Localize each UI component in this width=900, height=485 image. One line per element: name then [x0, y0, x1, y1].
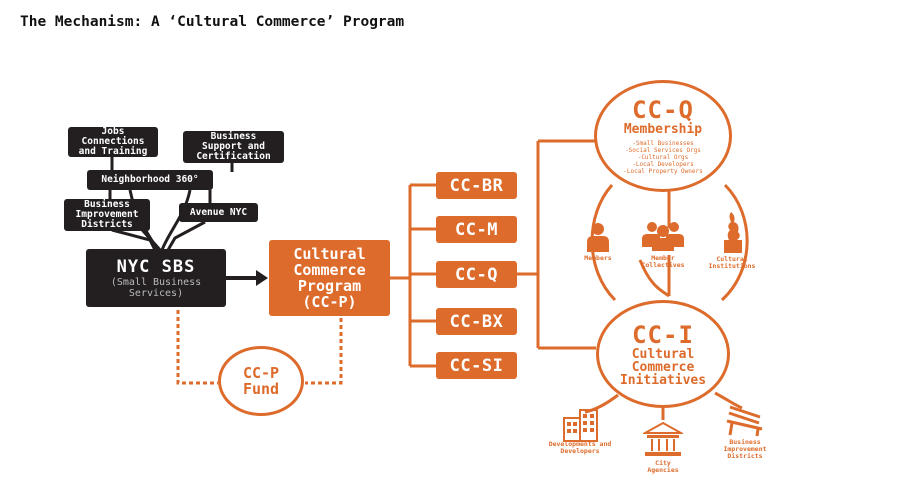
source-label: Avenue NYC [189, 206, 248, 218]
member-type-label: Members [584, 254, 612, 262]
developments-building-icon [563, 409, 598, 442]
membership-item: -Local Property Owners [623, 167, 703, 175]
sbs-title: NYC SBS [116, 256, 196, 277]
member-type-label: Cultural Institutions [708, 255, 756, 270]
page-title: The Mechanism: A ‘Cultural Commerce’ Pro… [20, 14, 405, 30]
borough-cc-m: CC-M [436, 216, 517, 243]
source-label: Jobs Connections and Training [78, 126, 148, 157]
member-type-label: Member Collectives [641, 254, 685, 269]
cultural-commerce-program-box: Cultural Commerce Program (CC-P) [269, 240, 390, 316]
sbs-subtitle: (Small Business Services) [110, 276, 202, 299]
initiatives-line1: Cultural [631, 346, 695, 362]
membership-item: -Social Services Orgs [625, 146, 701, 154]
city-agencies-building-icon [643, 421, 683, 456]
membership-circle: CC-Q Membership -Small Businesses -Socia… [594, 80, 732, 192]
borough-label: CC-BX [449, 311, 504, 332]
fund-line1: CC-P [242, 364, 280, 382]
initiatives-circle: CC-I Cultural Commerce Initiatives [596, 300, 730, 408]
borough-cc-si: CC-SI [436, 352, 517, 379]
fund-line2: Fund [242, 380, 280, 398]
member-collectives-icon [642, 222, 684, 251]
nyc-sbs-box: NYC SBS (Small Business Services) [86, 249, 226, 307]
initiatives-title: CC-I [632, 320, 694, 349]
membership-item: -Local Developers [632, 160, 694, 168]
source-label: Neighborhood 360° [101, 174, 199, 185]
source-business-support: Business Support and Certification [183, 131, 284, 163]
borough-cc-br: CC-BR [436, 172, 517, 199]
borough-label: CC-SI [449, 355, 504, 376]
borough-cc-q: CC-Q [436, 261, 517, 288]
source-avenue-nyc: Avenue NYC [179, 203, 258, 222]
bench-icon [726, 405, 763, 437]
membership-item: -Cultural Orgs [637, 153, 689, 161]
program-line4: (CC-P) [302, 293, 357, 311]
membership-title: CC-Q [632, 95, 694, 124]
cultural-institutions-icon [724, 212, 742, 253]
source-neighborhood-360: Neighborhood 360° [87, 170, 213, 190]
membership-subtitle: Membership [623, 121, 703, 137]
member-icon [587, 223, 609, 252]
program-line2: Commerce [293, 261, 366, 279]
source-label: Business Support and Certification [196, 131, 271, 162]
source-bids: Business Improvement Districts [64, 199, 150, 231]
partner-label: Business Improvement Districts [723, 438, 767, 460]
borough-label: CC-M [455, 219, 498, 240]
source-jobs-connections: Jobs Connections and Training [68, 127, 158, 157]
borough-label: CC-BR [449, 175, 504, 196]
borough-label: CC-Q [455, 264, 498, 285]
membership-item: -Small Businesses [632, 139, 694, 147]
initiatives-line2: Commerce [631, 359, 695, 375]
borough-cc-bx: CC-BX [436, 308, 517, 335]
program-line1: Cultural [293, 245, 366, 263]
partner-label: Developments and Developers [548, 440, 612, 455]
ccp-fund-circle: CC-P Fund [218, 346, 304, 416]
initiatives-line3: Initiatives [619, 372, 707, 388]
program-line3: Program [297, 277, 362, 295]
source-label: Business Improvement Districts [75, 199, 139, 230]
partner-label: City Agencies [647, 459, 679, 474]
